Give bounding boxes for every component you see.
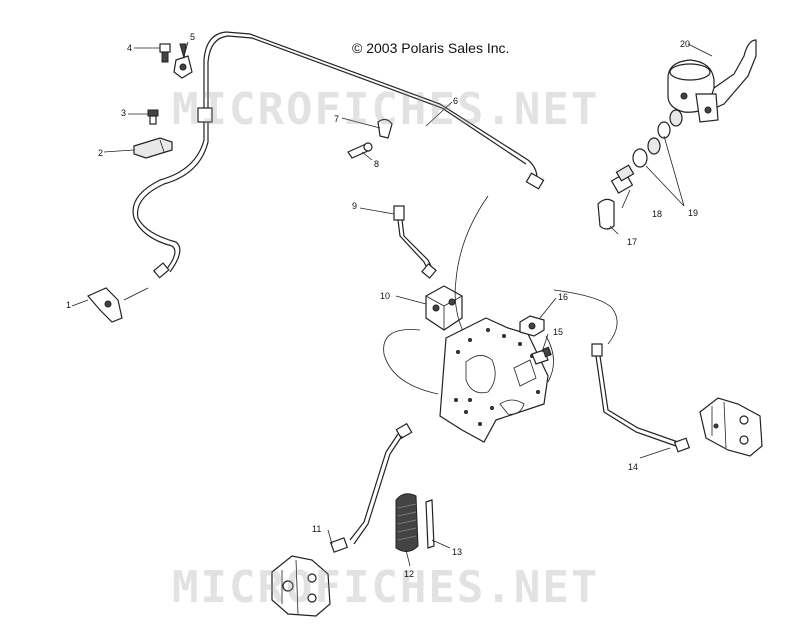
mounting-bracket-plate (439, 317, 549, 443)
part-20-master-cylinder (667, 39, 757, 123)
callout-5: 5 (190, 32, 196, 42)
watermark-top: MICROFICHES.NET (172, 84, 600, 135)
part-10-junction-block (425, 285, 463, 331)
part-16-nut (519, 315, 545, 337)
callout-4: 4 (127, 43, 133, 53)
part-12-boot (395, 493, 419, 552)
part-9-hose (393, 205, 437, 279)
watermark-bottom: MICROFICHES.NET (172, 562, 600, 613)
callout-1: 1 (66, 300, 72, 310)
part-7-clamp (377, 118, 393, 139)
part-14-hose (591, 343, 691, 453)
callout-18: 18 (652, 209, 663, 219)
part-6-brake-line (132, 31, 545, 279)
callout-20: 20 (680, 39, 691, 49)
callout-19: 19 (688, 208, 699, 218)
part-18-banjo-bolt (610, 164, 635, 194)
callout-3: 3 (121, 108, 127, 118)
part-13-pin (425, 499, 435, 549)
callout-16: 16 (558, 292, 569, 302)
part-2-bracket (133, 137, 173, 159)
rear-brake-caliper (699, 397, 763, 457)
leader-lines (71, 41, 713, 567)
part-4-screw (159, 43, 171, 63)
copyright-notice: © 2003 Polaris Sales Inc. (352, 40, 510, 56)
callout-7: 7 (334, 114, 340, 124)
part-11-hose (329, 422, 413, 553)
part-17-bleeder-cap (597, 198, 615, 230)
callout-13: 13 (452, 547, 463, 557)
front-brake-caliper (271, 555, 331, 617)
part-3-screw (147, 109, 159, 125)
part-1-fitting (87, 287, 149, 323)
callout-10: 10 (380, 291, 391, 301)
callout-9: 9 (352, 201, 358, 211)
callout-8: 8 (374, 159, 380, 169)
callout-15: 15 (553, 327, 564, 337)
callout-11: 11 (312, 524, 322, 534)
callout-2: 2 (98, 148, 104, 158)
callout-17: 17 (627, 237, 638, 247)
part-15-bolt (531, 346, 552, 365)
part-8-pin (347, 142, 373, 159)
part-5-clip (173, 43, 193, 79)
callout-12: 12 (404, 569, 415, 579)
callout-14: 14 (628, 462, 639, 472)
part-19-washers (632, 109, 683, 168)
callout-6: 6 (453, 96, 459, 106)
